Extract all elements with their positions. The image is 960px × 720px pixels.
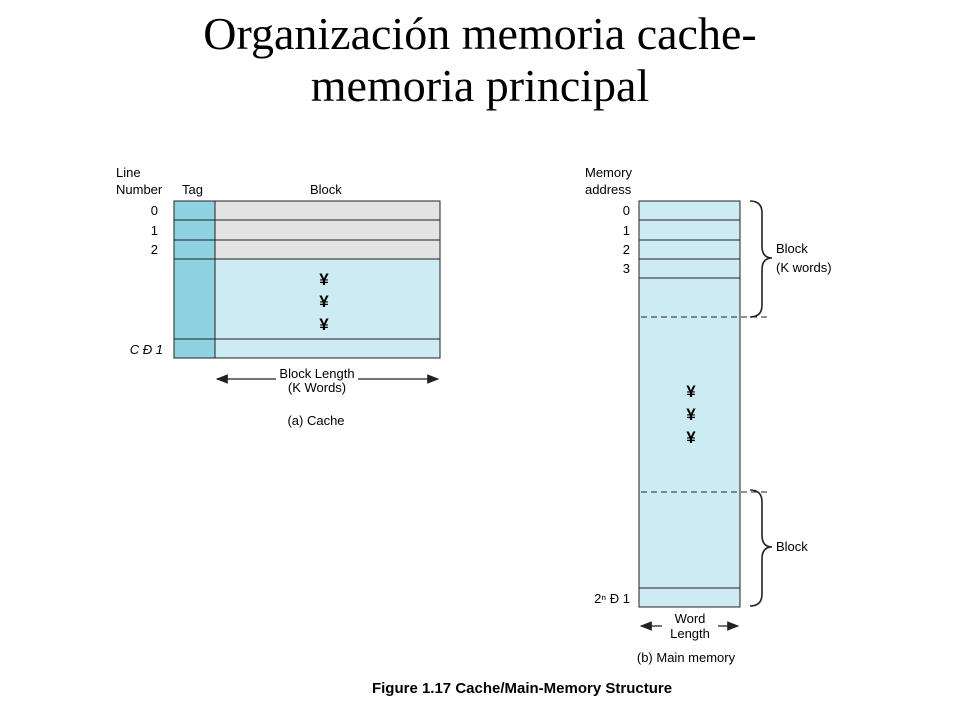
block-brace-top-label-2: (K words) [776, 260, 832, 275]
cache-ellipsis-3: ¥ [319, 315, 329, 334]
cache-caption: (a) Cache [287, 413, 344, 428]
cache-structure: Line Number Tag Block 0 1 2 C Đ 1 ¥ ¥ ¥ … [116, 165, 441, 428]
slide-title-line1: Organización memoria cache- [203, 8, 757, 59]
memory-row-label-1: 1 [623, 223, 630, 238]
cache-line-1 [214, 219, 441, 241]
word-length-label-bg [662, 612, 718, 642]
memory-address-header-2: address [585, 182, 632, 197]
memory-ellipsis-3: ¥ [686, 428, 696, 447]
cache-row-label-1: 1 [151, 223, 158, 238]
cache-row-label-0: 0 [151, 203, 158, 218]
main-memory-structure: Memory address 0 1 2 3 2ⁿ Đ 1 ¥ ¥ ¥ Bloc… [585, 165, 832, 665]
block-brace-top-label-1: Block [776, 241, 808, 256]
cache-ellipsis-1: ¥ [319, 270, 329, 289]
line-number-header-2: Number [116, 182, 163, 197]
tag-column [173, 200, 216, 359]
block-length-label-bg [276, 369, 358, 397]
word-length-label-2: Length [670, 626, 710, 641]
word-length-label-1: Word [675, 611, 706, 626]
cache-row-label-last: C Đ 1 [130, 342, 163, 357]
block-brace-bottom-label: Block [776, 539, 808, 554]
block-brace-bottom [749, 489, 773, 607]
slide-title: Organización memoria cache- memoria prin… [0, 8, 960, 112]
figure-caption: Figure 1.17 Cache/Main-Memory Structure [372, 680, 672, 697]
memory-row-label-0: 0 [623, 203, 630, 218]
cache-line-last [214, 338, 441, 359]
tag-header: Tag [182, 182, 203, 197]
slide-title-line2: memoria principal [310, 60, 650, 111]
memory-row-label-2: 2 [623, 242, 630, 257]
memory-address-header-1: Memory [585, 165, 632, 180]
cache-line-2 [214, 239, 441, 260]
block-brace-top [749, 200, 773, 318]
main-memory-caption: (b) Main memory [637, 650, 736, 665]
cache-ellipsis-2: ¥ [319, 292, 329, 311]
block-length-label-2: (K Words) [288, 380, 346, 395]
block-header: Block [310, 182, 342, 197]
line-number-header-1: Line [116, 165, 141, 180]
cache-line-0 [214, 200, 441, 221]
block-length-label-1: Block Length [279, 366, 354, 381]
memory-ellipsis-2: ¥ [686, 405, 696, 424]
cache-row-label-2: 2 [151, 242, 158, 257]
memory-ellipsis-1: ¥ [686, 382, 696, 401]
memory-row-label-3: 3 [623, 261, 630, 276]
memory-row-label-last: 2ⁿ Đ 1 [594, 591, 630, 606]
memory-column [638, 200, 741, 608]
